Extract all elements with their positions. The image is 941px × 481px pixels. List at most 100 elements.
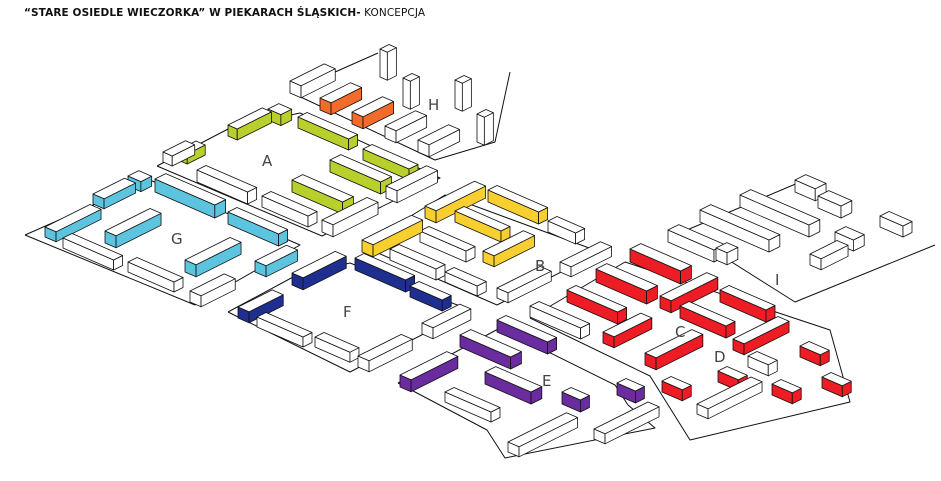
building-side-face [409,76,420,110]
building [92,177,136,210]
building-roof [62,233,123,261]
building-roof [747,351,778,366]
building-roof [496,315,557,343]
building [261,191,318,228]
building [227,107,272,141]
building-roof [267,103,293,115]
building [104,208,162,249]
building [593,401,660,445]
building [289,63,336,99]
building [644,329,704,371]
building [444,267,487,297]
building-roof [732,316,790,345]
building-roof [291,250,347,279]
building [559,241,612,278]
building [482,230,535,268]
building [196,165,258,205]
district-label-b: B [535,257,545,275]
building-roof [385,165,438,192]
building-roof [559,241,612,268]
building-side-face [461,78,472,112]
title-bold: “STARE OSIEDLE WIECZORKA” W PIEKARACH ŚL… [24,7,361,19]
building-front-face [476,113,485,146]
building-roof [661,376,692,391]
building-roof [717,366,748,381]
building-roof [879,211,913,227]
building-roof [289,63,336,87]
building-roof [444,267,487,287]
building [417,124,461,158]
building [799,341,830,367]
building-roof [547,216,585,234]
building-roof [409,281,452,301]
building [127,257,184,293]
district-label-d: D [714,348,726,366]
building-roof [715,242,739,254]
building-roof [659,272,719,302]
building [659,272,719,314]
building [351,96,395,130]
building-roof [454,206,511,232]
building-roof [389,244,446,270]
building [595,263,658,305]
plot-outline [667,179,806,239]
building [361,214,423,258]
building-roof [476,109,494,118]
building [747,351,778,377]
building [402,73,420,110]
building [62,233,123,271]
building-roof [261,191,318,217]
building [487,185,548,225]
building-roof [821,372,852,387]
building-roof [314,332,360,353]
building [237,289,284,324]
district-label-h: H [428,96,439,114]
building-roof [482,230,535,257]
building [385,165,438,204]
building [496,315,557,355]
building-roof [361,214,423,246]
building-roof [794,174,827,190]
building-roof [484,366,543,393]
building-roof [496,265,552,294]
building [817,190,853,219]
building [354,253,416,293]
building [379,44,397,81]
building [319,82,363,116]
building-roof [357,333,413,362]
building [484,366,543,405]
building-roof [834,226,865,241]
building-roof [104,208,162,237]
building-roof [354,253,416,281]
buildings [44,44,913,458]
district-label-e: E [542,372,551,390]
building [357,333,413,373]
building-roof [417,124,461,146]
building [879,211,913,238]
building-roof [529,301,590,329]
building-roof [809,240,849,260]
building [162,140,196,167]
district-label-c: C [675,323,685,341]
building-roof [644,329,704,359]
building-roof [696,376,763,410]
building [184,237,242,278]
building-roof [402,73,420,82]
building-roof [384,110,428,132]
district-label-i: I [775,271,779,289]
building-roof [196,165,258,193]
building [699,204,781,253]
building [459,329,522,370]
building [732,316,790,356]
building-side-face [483,112,494,146]
building [771,379,802,405]
building [719,285,776,323]
building-roof [454,75,472,84]
building-roof [799,341,830,356]
building-side-face [386,47,397,81]
building-roof [593,401,660,435]
page-title: “STARE OSIEDLE WIECZORKA” W PIEKARACH ŚL… [24,7,425,19]
building-roof [162,140,196,157]
building-roof [817,190,853,207]
